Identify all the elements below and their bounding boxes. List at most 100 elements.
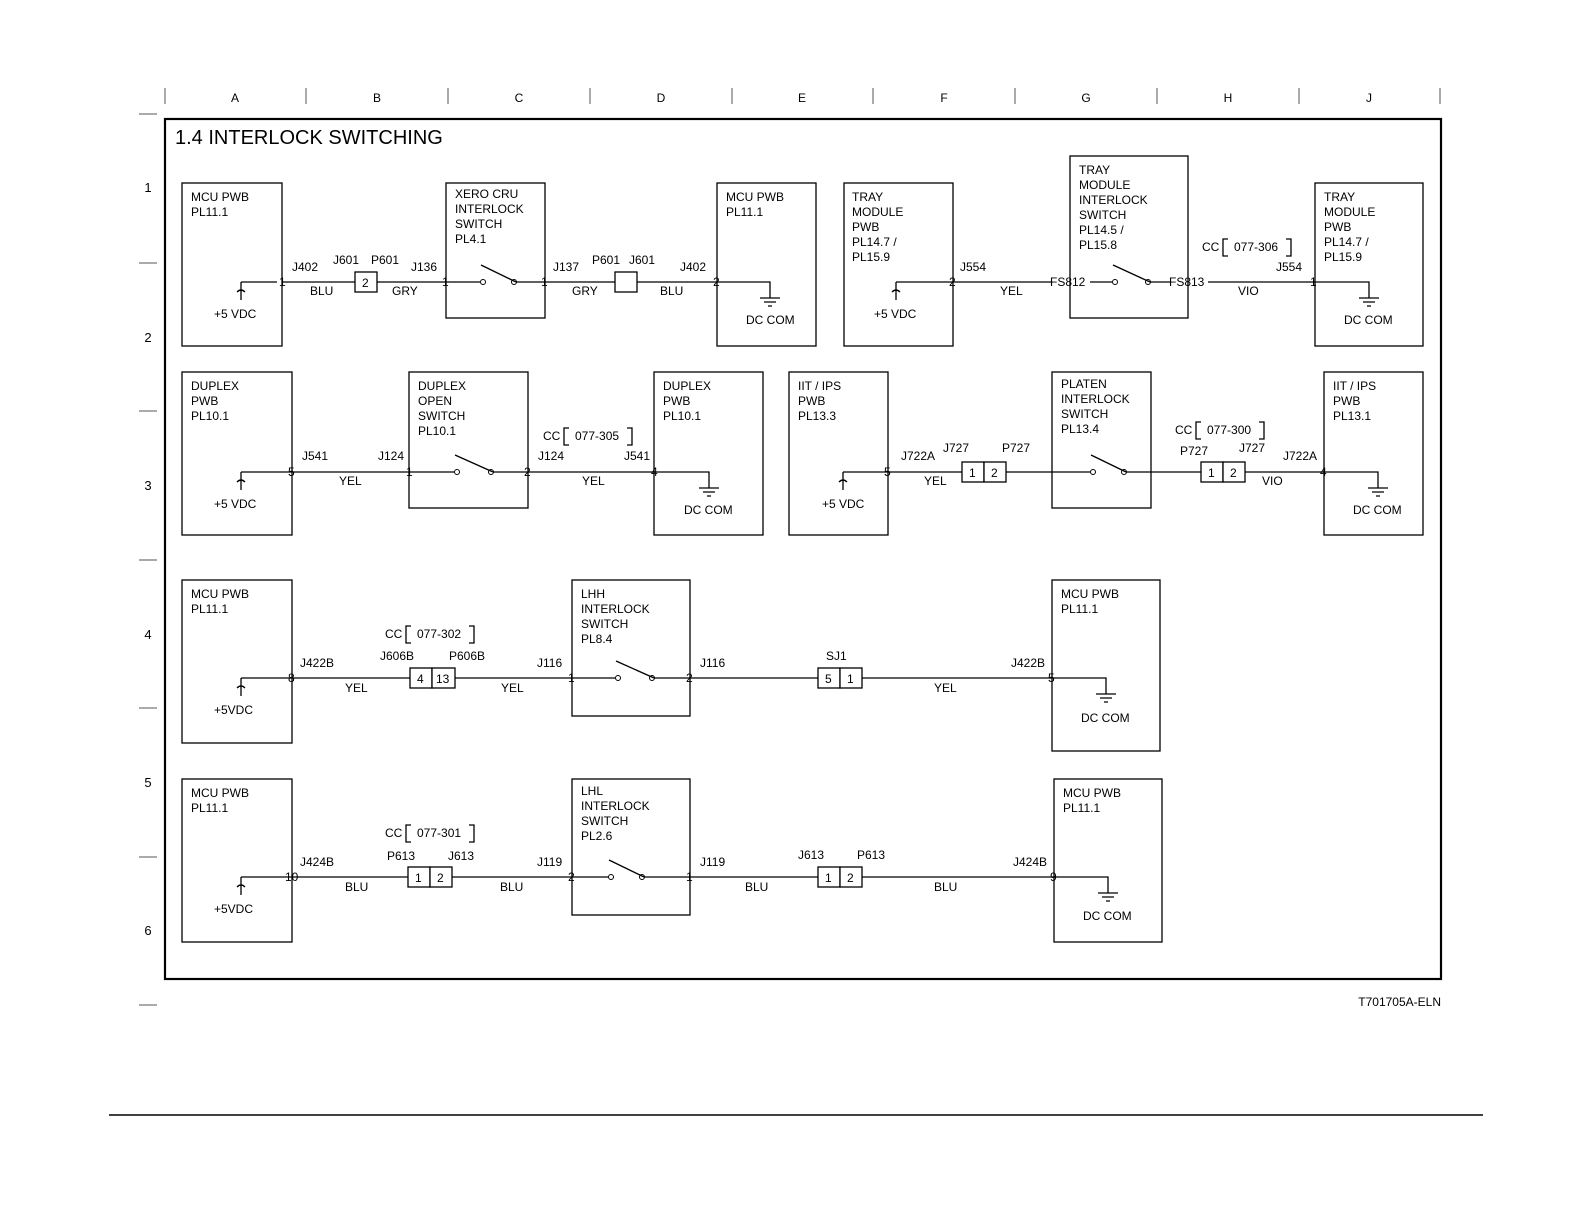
duplex-pwb-block bbox=[181, 371, 293, 536]
svg-text:1: 1 bbox=[415, 871, 422, 885]
svg-text:077-305: 077-305 bbox=[575, 429, 619, 443]
svg-text:1: 1 bbox=[686, 870, 693, 884]
ground-label: DC COM bbox=[1344, 313, 1393, 327]
diagram-title: 1.4 INTERLOCK SWITCHING bbox=[175, 127, 443, 149]
svg-text:P727: P727 bbox=[1180, 444, 1208, 458]
svg-text:1: 1 bbox=[969, 466, 976, 480]
figure-id: T701705A-ELN bbox=[1358, 995, 1441, 1009]
col-label: G bbox=[1081, 91, 1090, 105]
svg-text:J601: J601 bbox=[629, 253, 655, 267]
col-label: D bbox=[657, 91, 666, 105]
row-label: 4 bbox=[144, 627, 151, 642]
col-label: C bbox=[515, 91, 524, 105]
diagram-frame bbox=[163, 117, 1443, 981]
svg-text:P601: P601 bbox=[592, 253, 620, 267]
svg-text:YEL: YEL bbox=[582, 474, 605, 488]
svg-text:J554: J554 bbox=[1276, 260, 1302, 274]
svg-text:2: 2 bbox=[1230, 466, 1237, 480]
svg-text:077-301: 077-301 bbox=[417, 826, 461, 840]
supply-label: +5VDC bbox=[214, 902, 253, 916]
svg-text:P613: P613 bbox=[387, 849, 415, 863]
svg-text:J424B: J424B bbox=[300, 855, 334, 869]
svg-text:J124: J124 bbox=[378, 449, 404, 463]
row-label: 1 bbox=[144, 180, 151, 195]
svg-text:CC: CC bbox=[1175, 423, 1193, 437]
svg-text:BLU: BLU bbox=[310, 284, 333, 298]
ground-symbol bbox=[1052, 677, 1116, 703]
ground-symbol bbox=[1324, 471, 1388, 497]
col-label: B bbox=[373, 91, 381, 105]
mcu-pwb-block bbox=[1051, 579, 1161, 752]
svg-text:J119: J119 bbox=[700, 855, 725, 869]
svg-text:1: 1 bbox=[1310, 275, 1317, 289]
svg-text:J116: J116 bbox=[700, 656, 725, 670]
svg-text:YEL: YEL bbox=[501, 681, 524, 695]
svg-text:5: 5 bbox=[825, 672, 832, 686]
svg-text:2: 2 bbox=[686, 671, 693, 685]
svg-text:J422B: J422B bbox=[300, 656, 334, 670]
row-label: 5 bbox=[144, 775, 151, 790]
svg-text:BLU: BLU bbox=[500, 880, 523, 894]
svg-text:P606B: P606B bbox=[449, 649, 485, 663]
supply-symbol bbox=[838, 471, 888, 490]
svg-text:13: 13 bbox=[436, 672, 450, 686]
svg-text:J541: J541 bbox=[302, 449, 328, 463]
svg-text:J422B: J422B bbox=[1011, 656, 1045, 670]
supply-symbol bbox=[891, 281, 953, 300]
svg-text:9: 9 bbox=[1050, 870, 1057, 884]
ground-symbol bbox=[717, 281, 780, 307]
svg-text:4: 4 bbox=[417, 672, 424, 686]
svg-text:8: 8 bbox=[288, 671, 295, 685]
svg-text:077-306: 077-306 bbox=[1234, 240, 1278, 254]
duplex-open-switch-block bbox=[408, 371, 529, 509]
svg-text:J722A: J722A bbox=[901, 449, 935, 463]
mcu-pwb-block bbox=[181, 182, 283, 347]
svg-text:1: 1 bbox=[847, 672, 854, 686]
svg-text:077-300: 077-300 bbox=[1207, 423, 1251, 437]
svg-text:10: 10 bbox=[285, 870, 299, 884]
supply-label: +5 VDC bbox=[874, 307, 917, 321]
svg-text:2: 2 bbox=[524, 465, 531, 479]
svg-text:1: 1 bbox=[442, 275, 449, 289]
svg-text:P613: P613 bbox=[857, 848, 885, 862]
svg-text:077-302: 077-302 bbox=[417, 627, 461, 641]
col-label: J bbox=[1366, 91, 1372, 105]
tray-module-pwb-block bbox=[843, 182, 954, 347]
svg-text:CC: CC bbox=[385, 826, 403, 840]
col-label: H bbox=[1224, 91, 1233, 105]
svg-text:YEL: YEL bbox=[934, 681, 957, 695]
svg-text:J554: J554 bbox=[960, 260, 986, 274]
ground-symbol bbox=[1315, 281, 1379, 307]
ground-symbol bbox=[654, 471, 719, 497]
column-grid: A B C D E F G H J bbox=[164, 88, 1441, 105]
svg-text:J116: J116 bbox=[537, 656, 562, 670]
svg-text:GRY: GRY bbox=[392, 284, 418, 298]
ground-symbol bbox=[1054, 876, 1118, 902]
row-grid: 1 2 3 4 5 6 bbox=[139, 113, 157, 1006]
svg-text:VIO: VIO bbox=[1238, 284, 1259, 298]
svg-text:P601: P601 bbox=[371, 253, 399, 267]
svg-text:VIO: VIO bbox=[1262, 474, 1283, 488]
ground-label: DC COM bbox=[746, 313, 795, 327]
iit-ips-pwb-block bbox=[1323, 371, 1424, 536]
svg-text:BLU: BLU bbox=[660, 284, 683, 298]
supply-label: +5VDC bbox=[214, 703, 253, 717]
duplex-pwb-block bbox=[653, 371, 764, 536]
